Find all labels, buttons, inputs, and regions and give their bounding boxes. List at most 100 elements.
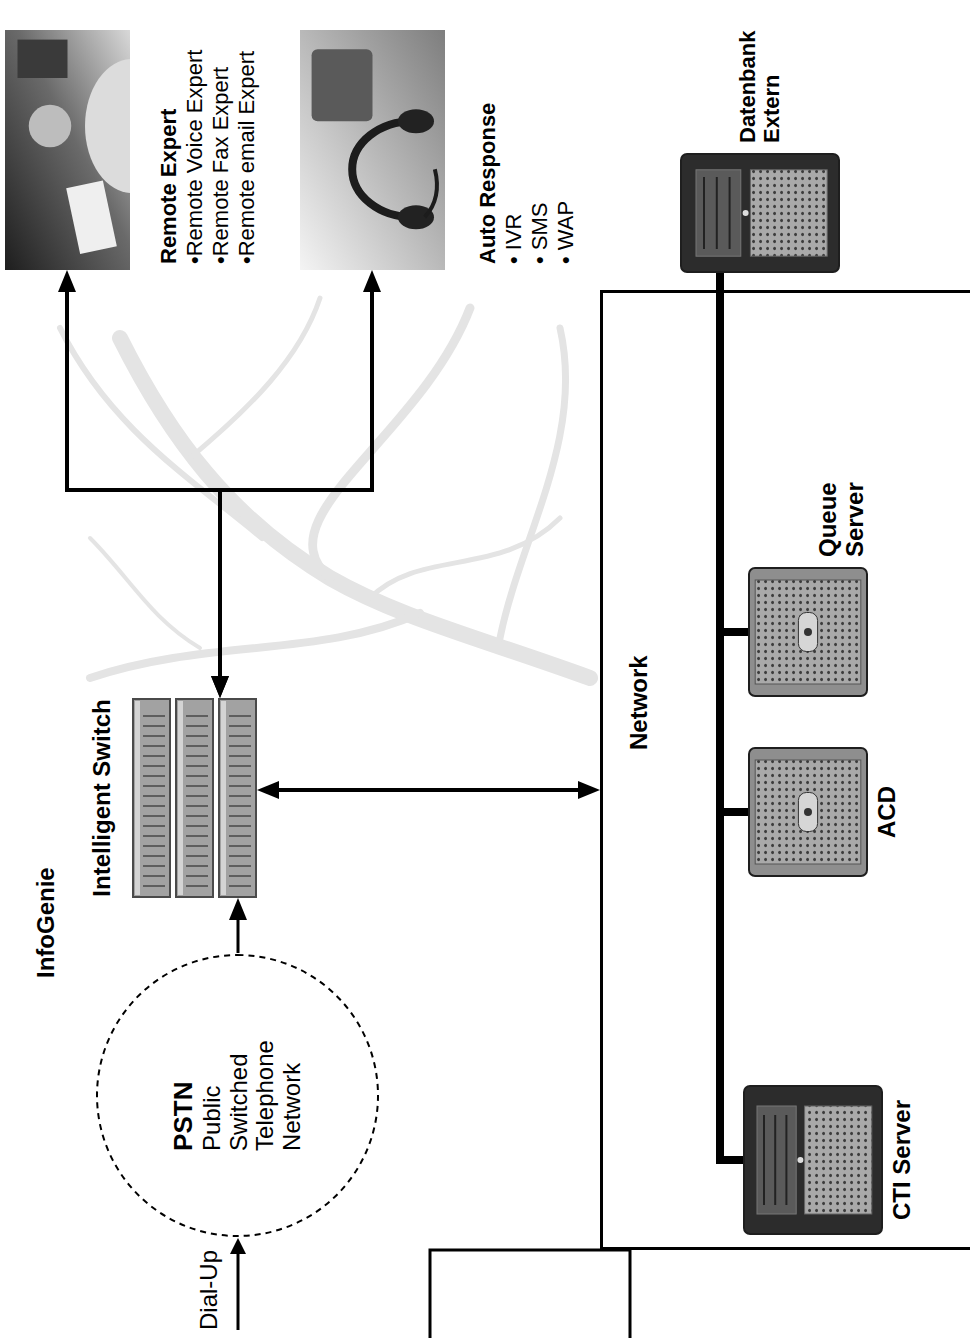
network-bus bbox=[720, 632, 748, 1160]
node-text: •Remote Voice Expert bbox=[182, 30, 208, 264]
server-grill bbox=[755, 760, 861, 864]
node-heading: Queue Server bbox=[815, 482, 868, 557]
switch-port bbox=[143, 775, 165, 777]
network-frame: NetworkCTI Server ACD Queue Server bbox=[600, 290, 970, 1250]
headset-band bbox=[352, 121, 413, 217]
server-node: ACD bbox=[748, 747, 900, 877]
cloud-text-block: PSTNPublic Switched Telephone Network bbox=[169, 1040, 306, 1151]
server-grill bbox=[805, 1106, 872, 1214]
node-heading: InfoGenie bbox=[32, 867, 60, 978]
power-button bbox=[797, 1157, 803, 1163]
switch-port bbox=[186, 755, 208, 757]
server-node: Queue Server bbox=[748, 482, 868, 697]
switch-port bbox=[229, 845, 251, 847]
server-node: CTI Server bbox=[743, 1085, 915, 1235]
root-branch bbox=[500, 328, 566, 638]
switch-port bbox=[229, 865, 251, 867]
node-text: Intelligent Switch bbox=[88, 698, 116, 898]
photo-body bbox=[85, 59, 130, 193]
switch-port bbox=[143, 765, 165, 767]
server-lock bbox=[804, 808, 812, 816]
switch-port bbox=[143, 795, 165, 797]
panel-text: Auto Response• IVR• SMS• WAP bbox=[475, 30, 579, 270]
switch-port bbox=[229, 755, 251, 757]
photo-illustration bbox=[300, 30, 445, 270]
switch-port bbox=[186, 785, 208, 787]
server-badge bbox=[798, 613, 817, 652]
switch-port bbox=[143, 815, 165, 817]
server-case bbox=[744, 1086, 882, 1234]
switch-port bbox=[229, 735, 251, 737]
switch-port bbox=[143, 805, 165, 807]
switch-port bbox=[186, 865, 208, 867]
cloud-ellipse bbox=[97, 955, 378, 1236]
root-branch bbox=[190, 298, 320, 458]
dial-up-line bbox=[237, 1250, 240, 1330]
switch-port bbox=[186, 715, 208, 717]
switch-port bbox=[143, 855, 165, 857]
switch-port bbox=[229, 875, 251, 877]
switch-port bbox=[186, 795, 208, 797]
panel-text: Remote Expert•Remote Voice Expert•Remote… bbox=[156, 30, 260, 270]
drive-bay bbox=[757, 1106, 796, 1214]
root-branch bbox=[90, 613, 420, 678]
response-panel: Auto Response• IVR• SMS• WAP bbox=[300, 30, 579, 270]
switch-port bbox=[229, 745, 251, 747]
connector-group bbox=[67, 273, 748, 1160]
switch-port bbox=[229, 835, 251, 837]
switch-port bbox=[143, 735, 165, 737]
switch-port bbox=[186, 725, 208, 727]
node-text: •Remote Fax Expert bbox=[208, 30, 234, 264]
root-branch bbox=[60, 328, 262, 538]
photo-phone bbox=[312, 49, 373, 121]
drive-slot bbox=[729, 177, 731, 249]
dial-up-head bbox=[230, 1238, 246, 1254]
switch-port bbox=[229, 785, 251, 787]
switch-port bbox=[186, 735, 208, 737]
partial-frame bbox=[430, 1250, 630, 1338]
photo-head bbox=[29, 105, 72, 148]
switch-port bbox=[143, 845, 165, 847]
switch-port bbox=[186, 885, 208, 887]
cloud-text-area: PSTNPublic Switched Telephone Network bbox=[95, 953, 380, 1238]
switch-unit bbox=[219, 699, 256, 897]
node-heading: Network bbox=[625, 655, 653, 750]
network-bus bbox=[720, 273, 743, 1160]
node-text: • SMS bbox=[527, 30, 553, 264]
server-badge bbox=[798, 793, 817, 832]
node-heading: Auto Response bbox=[475, 30, 501, 264]
switch-unit bbox=[133, 699, 170, 897]
dial-up-arrow bbox=[230, 1238, 246, 1330]
headset-mic bbox=[425, 169, 437, 217]
switch-port bbox=[229, 815, 251, 817]
node-heading: ACD bbox=[874, 786, 900, 838]
node-heading: CTI Server bbox=[889, 1100, 915, 1220]
switch-port bbox=[186, 805, 208, 807]
server-icon bbox=[748, 567, 868, 697]
switch-port bbox=[229, 855, 251, 857]
database-node: Datenbank Extern bbox=[680, 31, 840, 273]
root-branch bbox=[370, 518, 560, 598]
switch-port bbox=[186, 825, 208, 827]
switch-highlight bbox=[221, 701, 226, 895]
switch-highlight bbox=[178, 701, 183, 895]
input-label: Dial-Up bbox=[195, 1250, 223, 1330]
switch-port bbox=[186, 855, 208, 857]
drive-bay bbox=[696, 170, 741, 256]
switch-port bbox=[229, 885, 251, 887]
switch-port bbox=[143, 715, 165, 717]
switch-port bbox=[186, 815, 208, 817]
drive-slot bbox=[703, 177, 705, 249]
switch-port bbox=[229, 715, 251, 717]
headset-cup bbox=[398, 109, 434, 133]
switch-port bbox=[229, 765, 251, 767]
switch-port bbox=[229, 775, 251, 777]
server-icon bbox=[680, 153, 840, 273]
server-icon bbox=[743, 1085, 883, 1235]
switch-port bbox=[143, 825, 165, 827]
switch-port bbox=[143, 865, 165, 867]
server-case bbox=[749, 748, 867, 876]
server-case bbox=[681, 154, 839, 272]
photo-illustration bbox=[5, 30, 130, 270]
